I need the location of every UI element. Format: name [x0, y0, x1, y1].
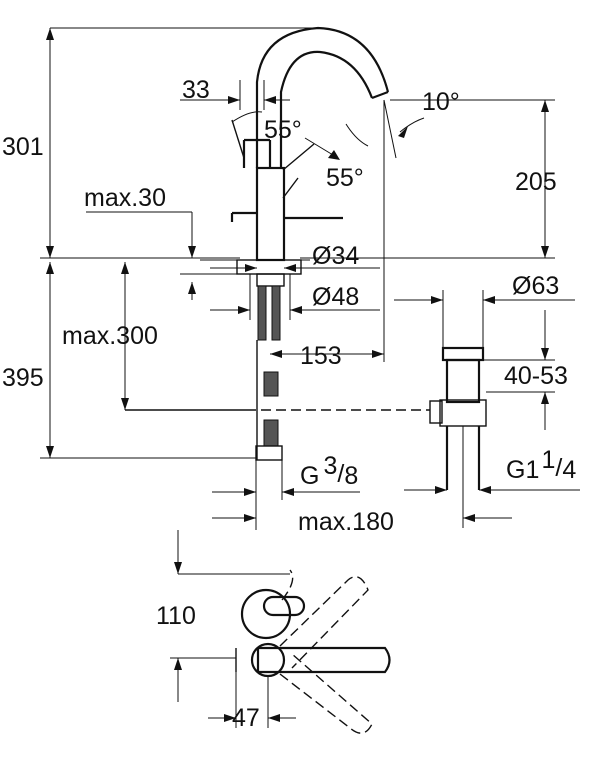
- pop-up-drain: [125, 346, 487, 490]
- dim-hole-diameter: Ø34: [312, 242, 359, 270]
- dim-40-53: 40-53: [504, 362, 568, 390]
- dim-301: 301: [2, 133, 44, 161]
- dim-55-deg-lower: 55°: [326, 164, 364, 192]
- dim-55-deg-upper: 55°: [264, 116, 302, 144]
- dim-395: 395: [2, 364, 44, 392]
- dim-drain-diameter: Ø63: [512, 272, 559, 300]
- dim-153: 153: [300, 342, 342, 370]
- dim-47: 47: [232, 704, 260, 732]
- dim-max-300: max.300: [62, 322, 158, 350]
- dimension-lines: [40, 27, 580, 728]
- dim-205: 205: [515, 168, 557, 196]
- dim-33: 33: [182, 76, 210, 104]
- dimension-labels: 301 205 153 33 10° 55° 55° max.30 Ø34 Ø4…: [2, 76, 576, 732]
- dim-max-30: max.30: [84, 184, 166, 212]
- dim-base-diameter: Ø48: [312, 283, 359, 311]
- dim-110: 110: [156, 602, 196, 630]
- dim-10-deg: 10°: [422, 88, 460, 116]
- faucet-side-view: [200, 26, 390, 461]
- dim-max-180: max.180: [298, 508, 394, 536]
- faucet-plan-view: [235, 569, 391, 734]
